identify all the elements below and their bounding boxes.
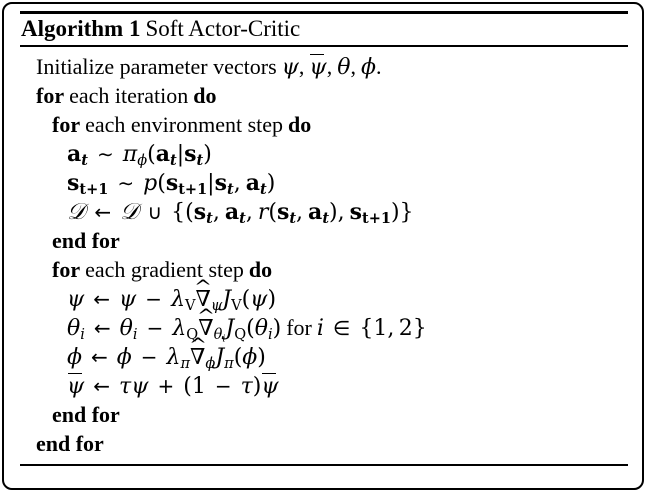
operator-arrow-left: ← <box>93 374 111 398</box>
symbol-psi-bar: ψ <box>309 53 327 80</box>
vector-s-next: st+1 <box>67 170 109 199</box>
algorithm-title-keyword: Algorithm 1 <box>21 16 141 41</box>
algorithm-line-end-for-environment: end for <box>4 226 646 255</box>
transition-p: p <box>143 171 158 196</box>
operator-minus: − <box>140 345 158 369</box>
algorithm-line-sample-state: st+1∼p(st+1|st,at) <box>67 170 276 199</box>
symbol-theta-i: θi <box>67 316 85 344</box>
symbol-psi: ψ <box>131 374 149 399</box>
symbol-tau: τ <box>119 374 132 399</box>
vector-s-next: st+1 <box>349 199 391 228</box>
operator-minus: − <box>146 316 164 340</box>
algorithm-line-end-for-iteration: end for <box>4 429 646 458</box>
algorithm-line-update-psi: ψ←ψ−λV∇ψJV(ψ) <box>4 284 646 313</box>
algorithm-bottom-rule <box>20 464 628 466</box>
vector-s: st <box>214 170 234 199</box>
symbol-psi-bar: ψ <box>67 372 85 399</box>
operator-sim: ∼ <box>96 142 114 166</box>
symbol-phi: ϕ <box>67 345 82 370</box>
replay-buffer-D: 𝒟 <box>120 199 139 225</box>
keyword-end-for: end for <box>52 228 120 253</box>
index-i: i <box>316 316 324 341</box>
operator-minus: − <box>145 287 163 311</box>
keyword-do: do <box>288 112 312 137</box>
symbol-theta-i: θi <box>119 316 138 344</box>
algorithm-line-update-phi: ϕ←ϕ−λπ∇ϕJπ(ϕ) <box>4 342 646 371</box>
title-bottom-rule <box>20 45 628 47</box>
symbol-phi: ϕ <box>360 55 376 80</box>
for-iteration-text: each iteration <box>69 83 189 108</box>
vector-a: at <box>308 199 330 228</box>
learning-rate-lambda-pi: λπ <box>166 345 191 373</box>
index-set: {1, 2} <box>359 316 427 341</box>
keyword-do: do <box>248 257 273 282</box>
operator-union: ∪ <box>147 200 163 224</box>
for-i-label: for <box>286 315 312 340</box>
vector-a: at <box>224 199 246 228</box>
objective-J-Q: JQ <box>225 316 247 344</box>
reward-r: r <box>257 200 269 225</box>
title-top-rule <box>20 11 628 14</box>
symbol-psi: ψ <box>281 55 299 80</box>
algorithm-line-end-for-gradient: end for <box>4 400 646 429</box>
objective-J-V: JV <box>222 287 242 315</box>
symbol-psi-bar: ψ <box>261 372 279 399</box>
operator-element-of: ∈ <box>332 316 351 340</box>
vector-a: at <box>245 170 267 199</box>
operator-arrow-left: ← <box>93 316 111 340</box>
constant-one: 1 <box>191 374 206 399</box>
vector-a: at <box>67 141 88 170</box>
vector-s: st <box>184 141 204 170</box>
operator-sim: ∼ <box>117 171 135 195</box>
nabla-hat-icon: ∇ <box>190 343 205 372</box>
symbol-psi: ψ <box>67 287 85 312</box>
vector-s-next: st+1 <box>165 170 208 199</box>
algorithm-line-buffer-update: 𝒟←𝒟∪{(st,at,r(st,at),st+1)} <box>67 199 414 228</box>
vector-s: st <box>276 199 297 228</box>
algorithm-line-update-target: ψ←τψ+(1−τ)ψ <box>67 372 279 399</box>
operator-arrow-left: ← <box>91 345 108 369</box>
vector-a: at <box>155 141 177 170</box>
learning-rate-lambda-v: λV <box>171 287 196 315</box>
keyword-end-for: end for <box>52 402 120 427</box>
operator-minus: − <box>214 374 232 398</box>
initialize-label: Initialize parameter vectors <box>36 54 277 79</box>
keyword-end-for: end for <box>36 431 104 456</box>
algorithm-line-sample-action: at∼πϕ(at|st) <box>67 141 212 170</box>
policy-pi: πϕ <box>122 142 148 170</box>
operator-arrow-left: ← <box>94 200 112 224</box>
symbol-theta: θ <box>337 55 351 80</box>
operator-plus: + <box>157 374 175 398</box>
vector-s: st <box>193 199 213 228</box>
symbol-phi: ϕ <box>116 345 132 370</box>
for-environment-text: each environment step <box>85 112 284 137</box>
keyword-for: for <box>36 83 65 108</box>
objective-J-pi: Jπ <box>215 345 234 373</box>
for-gradient-text: each gradient step <box>85 257 244 282</box>
symbol-psi: ψ <box>119 287 137 312</box>
replay-buffer-D: 𝒟 <box>67 199 86 225</box>
symbol-tau: τ <box>240 374 253 399</box>
operator-arrow-left: ← <box>93 287 111 311</box>
keyword-do: do <box>193 83 217 108</box>
keyword-for: for <box>52 112 81 137</box>
keyword-for: for <box>52 257 81 282</box>
algorithm-title-name: Soft Actor-Critic <box>145 16 301 41</box>
